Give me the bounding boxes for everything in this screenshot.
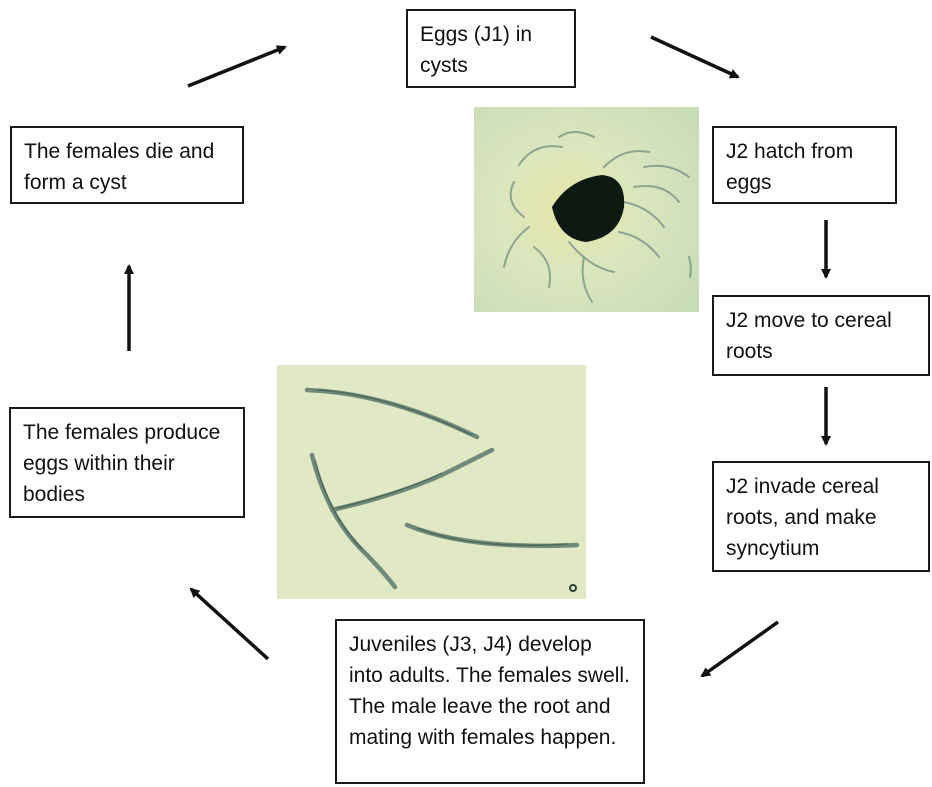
arrow-develop-to-produce — [191, 589, 268, 659]
step-invade-box: J2 invade cereal roots, and make syncyti… — [712, 461, 930, 572]
step-move-text: J2 move to cereal roots — [726, 309, 892, 363]
step-develop-box: Juveniles (J3, J4) develop into adults. … — [335, 619, 645, 784]
arrow-die-to-eggs — [188, 47, 285, 86]
step-hatch-text: J2 hatch from eggs — [726, 140, 853, 194]
step-eggs-text: Eggs (J1) in cysts — [420, 23, 532, 77]
step-move-box: J2 move to cereal roots — [712, 295, 930, 376]
step-die-text: The females die and form a cyst — [24, 140, 214, 194]
juveniles-photo — [277, 365, 586, 599]
arrow-invade-to-develop — [702, 622, 778, 676]
step-produce-text: The females produce eggs within their bo… — [23, 421, 220, 506]
step-produce-box: The females produce eggs within their bo… — [9, 407, 245, 518]
step-invade-text: J2 invade cereal roots, and make syncyti… — [726, 475, 879, 560]
step-eggs-box: Eggs (J1) in cysts — [406, 9, 576, 88]
step-die-box: The females die and form a cyst — [10, 126, 244, 204]
arrow-eggs-to-hatch — [651, 37, 738, 77]
cyst-photo — [474, 107, 699, 312]
step-develop-text: Juveniles (J3, J4) develop into adults. … — [349, 633, 630, 749]
step-hatch-box: J2 hatch from eggs — [712, 126, 897, 204]
